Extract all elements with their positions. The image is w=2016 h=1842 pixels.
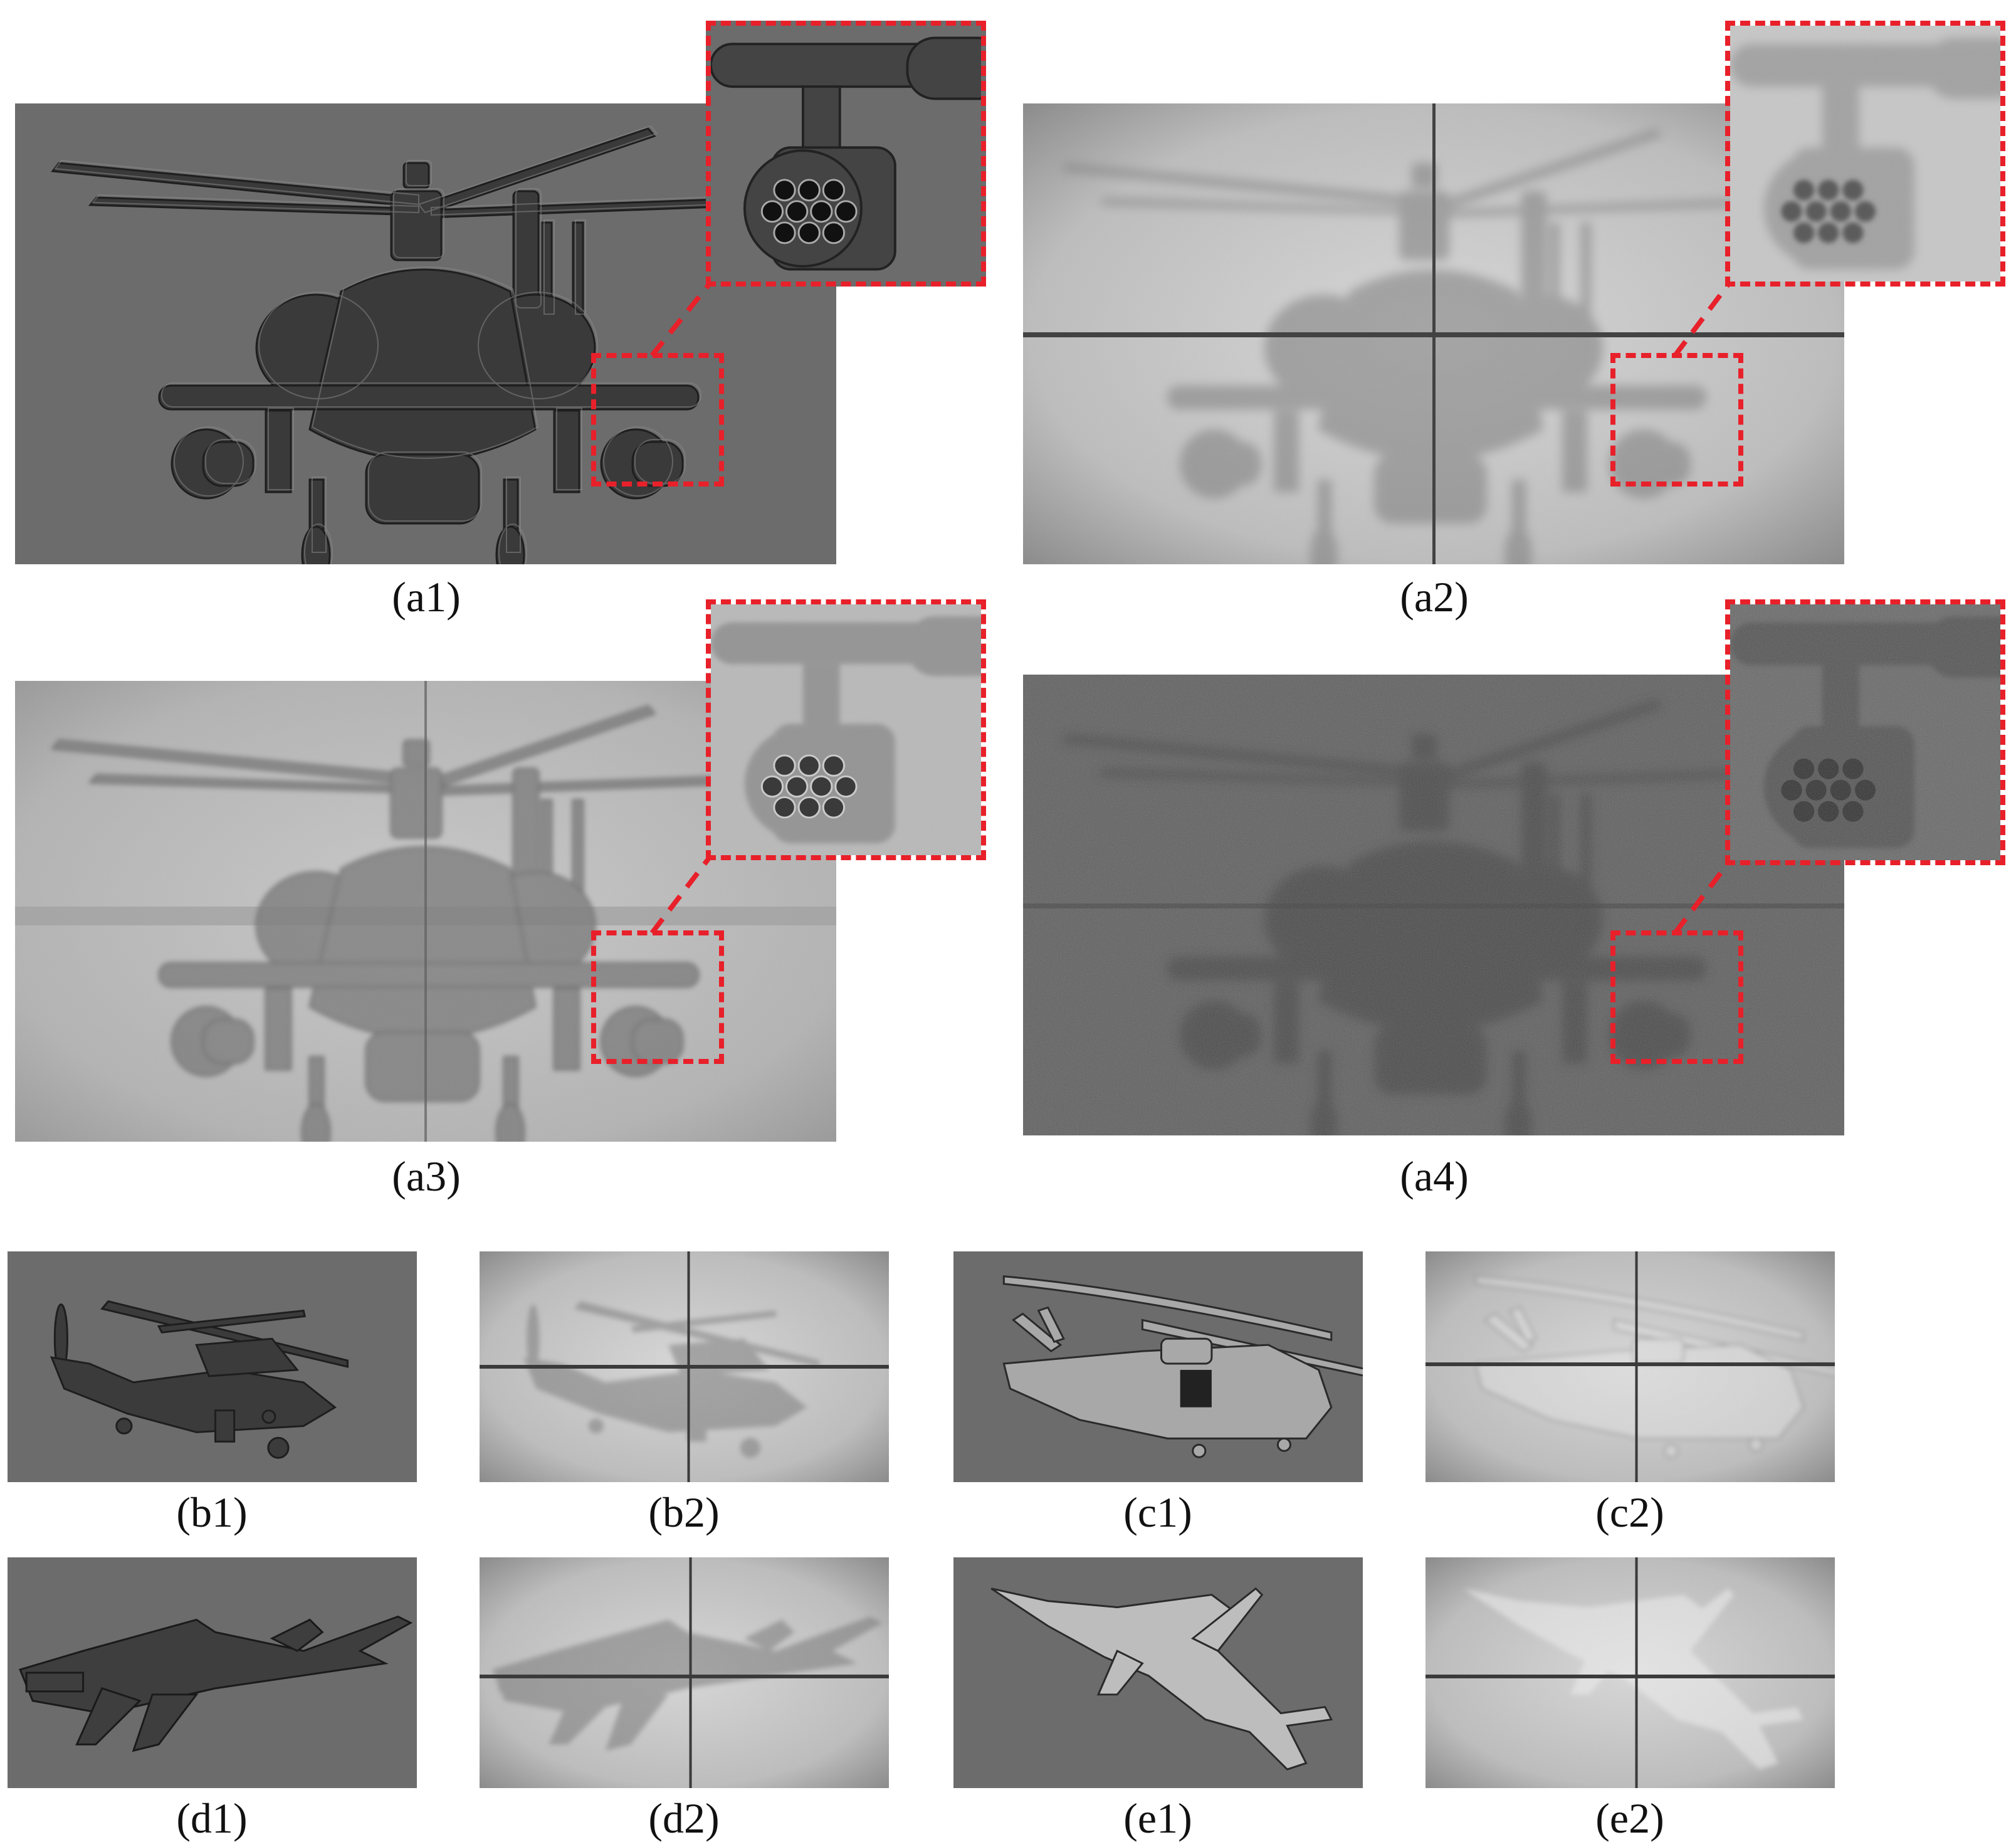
caption-a4: (a4) [1400, 1152, 1469, 1200]
roi-a4 [1610, 930, 1743, 1064]
roi-a3 [591, 930, 724, 1064]
roi-a2 [1610, 353, 1743, 487]
inset-a1 [706, 21, 986, 287]
image-e2-degraded [1425, 1557, 1835, 1788]
image-a4-noisy [1023, 675, 1844, 1135]
caption-c1: (c1) [1123, 1488, 1192, 1536]
image-c1-clean [953, 1251, 1363, 1482]
image-b1-clean [8, 1251, 417, 1482]
image-d1-clean [8, 1557, 417, 1788]
caption-a2: (a2) [1400, 573, 1469, 621]
caption-a1: (a1) [392, 573, 461, 621]
image-b2-degraded [480, 1251, 889, 1482]
inset-a4 [1725, 599, 2005, 865]
caption-b2: (b2) [648, 1488, 720, 1536]
inset-a2 [1725, 21, 2005, 287]
caption-e2: (e2) [1595, 1794, 1664, 1842]
image-d2-degraded [480, 1557, 889, 1788]
caption-d1: (d1) [176, 1794, 248, 1842]
inset-a3 [706, 599, 986, 860]
caption-a3: (a3) [392, 1152, 461, 1200]
caption-c2: (c2) [1595, 1488, 1664, 1536]
roi-a1 [591, 353, 724, 487]
image-a2-degraded [1023, 103, 1844, 564]
caption-e1: (e1) [1123, 1794, 1192, 1842]
caption-b1: (b1) [176, 1488, 248, 1536]
caption-d2: (d2) [648, 1794, 720, 1842]
image-e1-clean [953, 1557, 1363, 1788]
image-c2-degraded [1425, 1251, 1835, 1482]
